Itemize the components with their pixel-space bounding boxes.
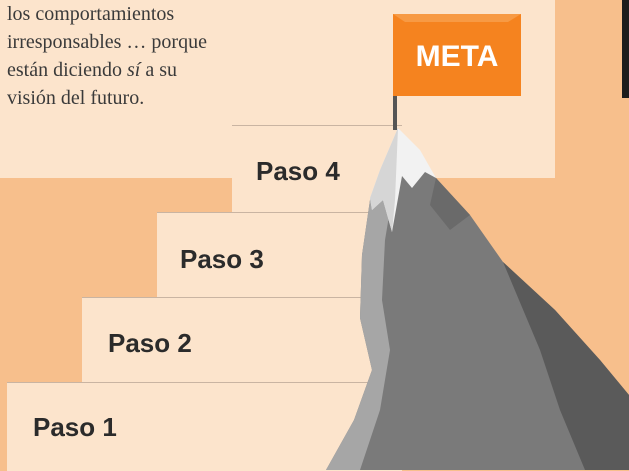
flag-icon: META — [393, 14, 521, 130]
mountain-icon — [326, 128, 629, 470]
quote-line-3: están diciendo sí a su — [7, 56, 327, 84]
step-1-label: Paso 1 — [33, 412, 117, 442]
step-2-block — [82, 297, 402, 384]
step-3-label: Paso 3 — [180, 244, 264, 274]
step-4-label: Paso 4 — [256, 156, 340, 186]
quote-emphasis: sí — [126, 59, 141, 81]
flag-label: META — [416, 40, 499, 73]
quote-line-3-end: a su — [140, 59, 177, 81]
quote-line-4: visión del futuro. — [7, 87, 145, 109]
quote-line-3-start: están diciendo — [7, 59, 127, 81]
step-2-label: Paso 2 — [108, 328, 192, 358]
quote-text: los comportamientos irresponsables … por… — [0, 0, 327, 112]
quote-line-2: irresponsables … porque — [7, 31, 207, 53]
quote-line-1: los comportamientos — [7, 3, 175, 25]
page-edge-bar — [622, 0, 629, 98]
